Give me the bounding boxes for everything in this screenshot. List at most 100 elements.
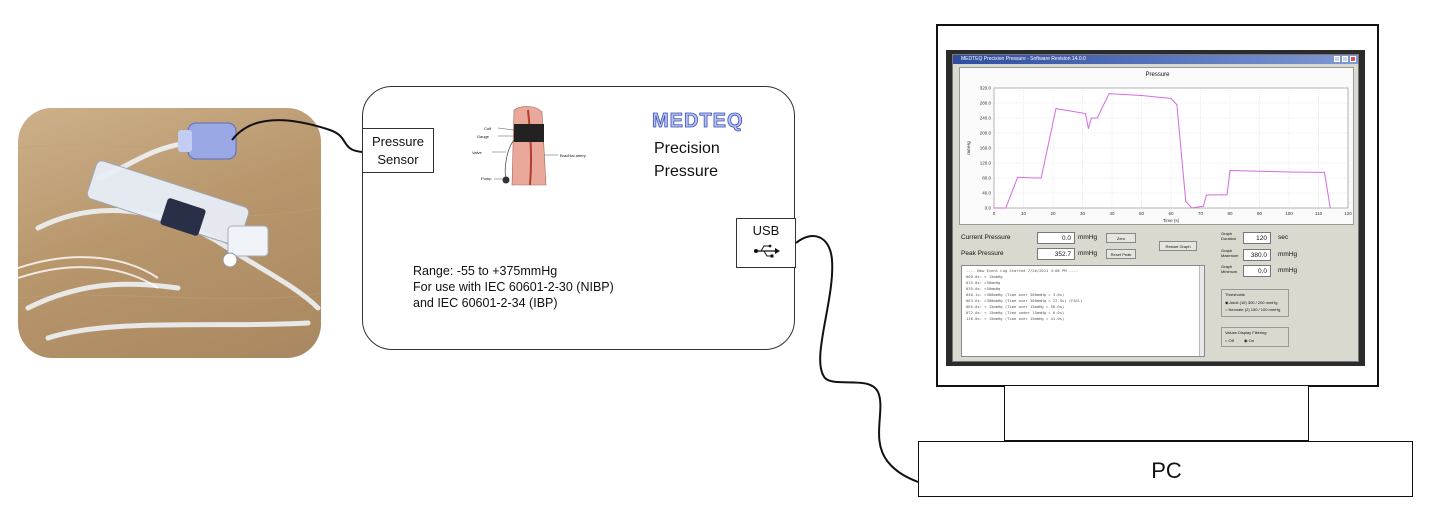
brand-line1: Precision xyxy=(654,140,720,157)
data-point xyxy=(1323,171,1325,173)
data-point xyxy=(1176,104,1178,106)
reset-peak-button[interactable]: Reset Peak xyxy=(1106,249,1136,259)
close-icon[interactable] xyxy=(1350,56,1356,62)
filter-off-label: Off xyxy=(1228,338,1234,343)
graph-duration-unit: sec xyxy=(1278,234,1289,241)
graph-minimum-input[interactable]: 0.0 xyxy=(1243,265,1271,277)
x-tick-label: 70 xyxy=(1198,211,1204,216)
usb-icon xyxy=(754,244,780,258)
x-tick-label: 30 xyxy=(1080,211,1086,216)
data-point xyxy=(1170,98,1172,99)
spec-nibp: For use with IEC 60601-2-30 (NIBP) xyxy=(413,280,614,294)
y-axis-label: mmHg xyxy=(966,141,971,155)
usb-label: USB xyxy=(752,223,780,238)
data-point xyxy=(1220,194,1222,196)
current-pressure-unit: mmHg xyxy=(1078,234,1098,241)
threshold-adult-option[interactable]: ◉ Adult (10) 300 / 200 mmHg xyxy=(1225,300,1278,305)
monitor-stand xyxy=(1004,386,1309,441)
data-point xyxy=(1229,170,1231,171)
data-point xyxy=(1055,108,1057,110)
x-tick-label: 100 xyxy=(1285,211,1293,216)
graph-maximum-unit: mmHg xyxy=(1278,251,1298,258)
peak-pressure-unit: mmHg xyxy=(1078,250,1098,257)
label-brachial-artery: Brachial artery xyxy=(560,153,586,158)
current-pressure-label: Current Pressure xyxy=(961,234,1011,241)
zero-button[interactable]: Zero xyxy=(1106,233,1136,243)
log-line: 035.0s: >50mmHg xyxy=(966,286,1001,291)
restart-graph-button[interactable]: Restart Graph xyxy=(1159,241,1197,251)
x-tick-label: 90 xyxy=(1257,211,1263,216)
spec-range: Range: -55 to +375mmHg xyxy=(413,264,558,278)
graph-duration-label: Graph Duration xyxy=(1221,231,1237,241)
x-tick-label: 10 xyxy=(1021,211,1027,216)
data-point xyxy=(1005,207,1007,209)
data-point xyxy=(1087,128,1089,129)
x-tick-label: 120 xyxy=(1344,211,1352,216)
log-line: 065.0s: < 15mmHg (Time over 15mmHg = 58.… xyxy=(966,304,1065,309)
data-point xyxy=(1185,200,1187,202)
label-valve: Valve xyxy=(472,150,482,155)
event-log[interactable]: ---- New Event Log Started 7/26/2011 4:0… xyxy=(961,265,1205,357)
label-gauge: Gauge xyxy=(477,134,490,139)
brand-line2: Pressure xyxy=(654,163,719,180)
y-tick-label: 240.0 xyxy=(980,116,992,121)
data-point xyxy=(1259,170,1260,172)
data-point xyxy=(1288,171,1290,173)
y-tick-label: 280.0 xyxy=(980,101,992,106)
log-line: 040.1s: >300mmHg (Time over 300mmHg = 3.… xyxy=(966,292,1065,297)
data-point xyxy=(1208,194,1210,196)
data-point xyxy=(1040,177,1042,179)
app-titlebar: MEDTEQ Precision Pressure - Software Rev… xyxy=(953,55,1358,64)
data-point xyxy=(1191,207,1193,209)
log-scrollbar[interactable] xyxy=(1199,266,1204,356)
label-pump: Pump xyxy=(481,176,492,181)
data-point xyxy=(1226,194,1228,196)
filter-on-label: On xyxy=(1248,338,1254,343)
cuff-band xyxy=(514,124,544,142)
filter-on-option[interactable]: ◉ On xyxy=(1244,338,1254,343)
data-point xyxy=(1205,194,1207,196)
usb-port: USB xyxy=(736,218,796,268)
sensor-label-line1: Pressure xyxy=(371,134,425,149)
pc-box: PC xyxy=(918,441,1413,497)
brand-logo: MEDTEQ xyxy=(652,110,744,133)
pc-label: PC xyxy=(1151,458,1182,483)
plot-title: Pressure xyxy=(1145,72,1170,78)
log-line: 116.0s: < 15mmHg (Time over 15mmHg = 41.… xyxy=(966,316,1065,321)
graph-maximum-input[interactable]: 380.0 xyxy=(1243,249,1271,261)
filtering-label: Values Display Filtering xyxy=(1225,330,1267,335)
log-line: ---- New Event Log Started 7/26/2011 4:0… xyxy=(966,268,1079,273)
spec-ibp: and IEC 60601-2-34 (IBP) xyxy=(413,296,558,310)
y-tick-label: 40.0 xyxy=(982,191,991,196)
maximize-icon[interactable] xyxy=(1342,56,1348,62)
data-point xyxy=(1141,95,1142,96)
pressure-chart: 0.040.080.0120.0160.0200.0240.0280.0320.… xyxy=(966,86,1352,224)
y-tick-label: 160.0 xyxy=(980,146,992,151)
threshold-neonate-option[interactable]: ○ Neonate (2) 150 / 100 mmHg xyxy=(1225,307,1281,312)
graph-minimum-unit: mmHg xyxy=(1278,267,1298,274)
graph-duration-input[interactable]: 120 xyxy=(1243,232,1271,244)
minimize-icon[interactable] xyxy=(1334,56,1340,62)
thresholds-group: Thresholds ◉ Adult (10) 300 / 200 mmHg ○… xyxy=(1221,289,1289,317)
data-point xyxy=(1329,207,1331,209)
y-tick-label: 120.0 xyxy=(980,161,992,166)
y-tick-label: 200.0 xyxy=(980,131,992,136)
pressure-sensor-label: Pressure Sensor xyxy=(362,128,434,173)
threshold-adult-label: Adult (10) 300 / 200 mmHg xyxy=(1229,300,1278,305)
pump-bulb xyxy=(502,176,510,184)
y-tick-label: 320.0 xyxy=(980,86,992,91)
data-point xyxy=(1017,176,1019,178)
graph-maximum-label: Graph Maximum xyxy=(1221,248,1239,258)
pressure-sensor-photo xyxy=(18,108,321,358)
peak-pressure-value: 352.7 xyxy=(1037,248,1075,260)
data-point xyxy=(1090,117,1092,119)
x-tick-label: 110 xyxy=(1315,211,1323,216)
x-tick-label: 60 xyxy=(1168,211,1174,216)
data-point xyxy=(1034,177,1036,179)
current-pressure-value: 0.0 xyxy=(1037,232,1075,244)
filter-off-option[interactable]: ○ Off xyxy=(1225,338,1234,343)
data-point xyxy=(993,207,995,209)
filtering-group: Values Display Filtering ○ Off ◉ On xyxy=(1221,327,1289,347)
y-tick-label: 0.0 xyxy=(985,206,992,211)
